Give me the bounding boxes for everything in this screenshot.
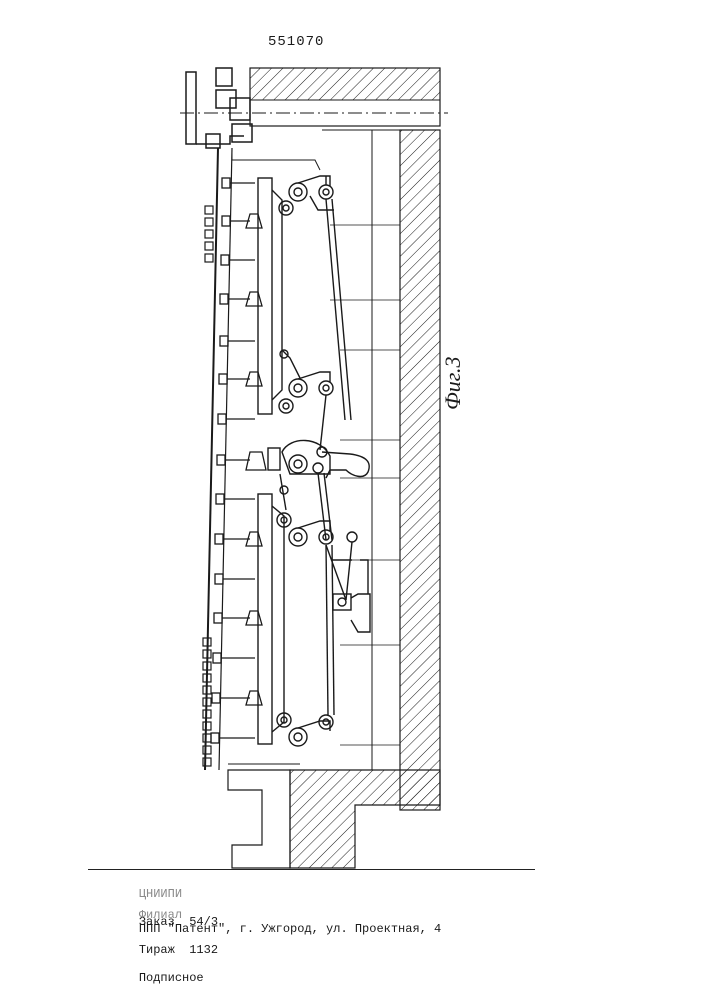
top-housing [180, 68, 448, 126]
imprint-branch: Филиал [139, 908, 182, 922]
bottom-base [228, 764, 440, 868]
right-wall [400, 130, 440, 810]
upper-carriage [258, 176, 351, 450]
top-left-bracket [186, 68, 252, 148]
imprint-line-2: Филиал ППП "Патент", г. Ужгород, ул. Про… [110, 894, 441, 950]
figure-label: Фиг.3 [440, 357, 466, 411]
imprint-address: ППП "Патент", г. Ужгород, ул. Проектная,… [139, 922, 441, 936]
imprint-divider [88, 869, 535, 870]
lower-carriage [258, 494, 370, 746]
imprint-type: Подписное [139, 971, 204, 985]
vertical-frame [205, 130, 400, 770]
center-mechanism [268, 440, 369, 540]
